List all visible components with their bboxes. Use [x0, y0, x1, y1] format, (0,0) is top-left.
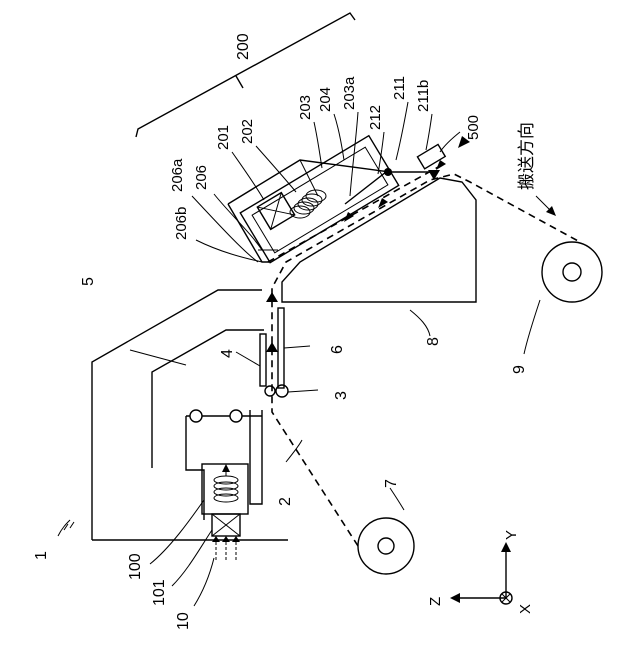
- valve-1: [190, 410, 202, 422]
- label-212: 212: [367, 105, 384, 130]
- leader-10: [194, 558, 214, 606]
- label-206a: 206a: [169, 158, 186, 192]
- web-arrow-4: [266, 292, 278, 302]
- leader-6: [284, 346, 310, 348]
- frame-204: [300, 160, 318, 196]
- axis-y: Y: [503, 530, 520, 540]
- leader-3: [288, 390, 318, 392]
- axis-z: Z: [427, 597, 444, 606]
- label-10: 10: [175, 612, 192, 630]
- axes-legend: [450, 542, 512, 604]
- leader-9: [524, 300, 540, 354]
- bracket-200: [136, 13, 355, 137]
- roll-7-core: [378, 538, 394, 554]
- leader-101: [172, 530, 212, 586]
- label-6: 6: [329, 345, 346, 354]
- label-101: 101: [151, 579, 168, 606]
- web-path: [272, 174, 580, 546]
- label-8: 8: [425, 337, 442, 346]
- label-203: 203: [297, 95, 314, 120]
- roller-3b: [276, 385, 288, 397]
- leader-8: [410, 310, 430, 336]
- coil-202: [290, 190, 326, 218]
- coil-100: [214, 476, 238, 502]
- leader-1: [58, 520, 70, 536]
- label-1: 1: [33, 551, 50, 560]
- label-7: 7: [383, 479, 400, 488]
- roll-9-core: [563, 263, 581, 281]
- label-204: 204: [317, 87, 334, 112]
- roller-3a: [265, 386, 275, 396]
- label-202: 202: [239, 119, 256, 144]
- bracket-200-tick: [236, 76, 243, 88]
- axis-x: X: [517, 604, 534, 614]
- leader-4: [236, 352, 260, 366]
- label-211b: 211b: [415, 80, 432, 112]
- housing-5-inner: [152, 330, 264, 468]
- label-5: 5: [80, 277, 97, 286]
- direction-label: 搬送方向: [517, 122, 536, 190]
- duct-upper: [250, 410, 262, 504]
- arrow-100-head: [222, 464, 230, 472]
- label-206b: 206b: [173, 207, 190, 240]
- label-203a: 203a: [341, 76, 358, 110]
- web-arrow-5: [266, 342, 278, 352]
- leader-2: [286, 440, 302, 462]
- label-500: 500: [465, 115, 482, 140]
- label-201: 201: [215, 125, 232, 150]
- label-4: 4: [219, 349, 236, 358]
- leader-1-ticks: [64, 522, 74, 530]
- leaders-200: [192, 102, 460, 262]
- label-9: 9: [511, 365, 528, 374]
- roll-9: [542, 242, 602, 302]
- label-200: 200: [235, 33, 252, 60]
- label-206: 206: [193, 165, 210, 190]
- roll-7: [358, 518, 414, 574]
- plate-6: [278, 308, 284, 388]
- plate-4: [260, 334, 266, 386]
- inlet-arrows-10: [212, 536, 240, 560]
- label-2: 2: [277, 497, 294, 506]
- leader-7: [390, 488, 404, 510]
- label-211: 211: [391, 76, 408, 100]
- label-100: 100: [127, 553, 144, 580]
- label-3: 3: [333, 391, 350, 400]
- valve-2: [230, 410, 242, 422]
